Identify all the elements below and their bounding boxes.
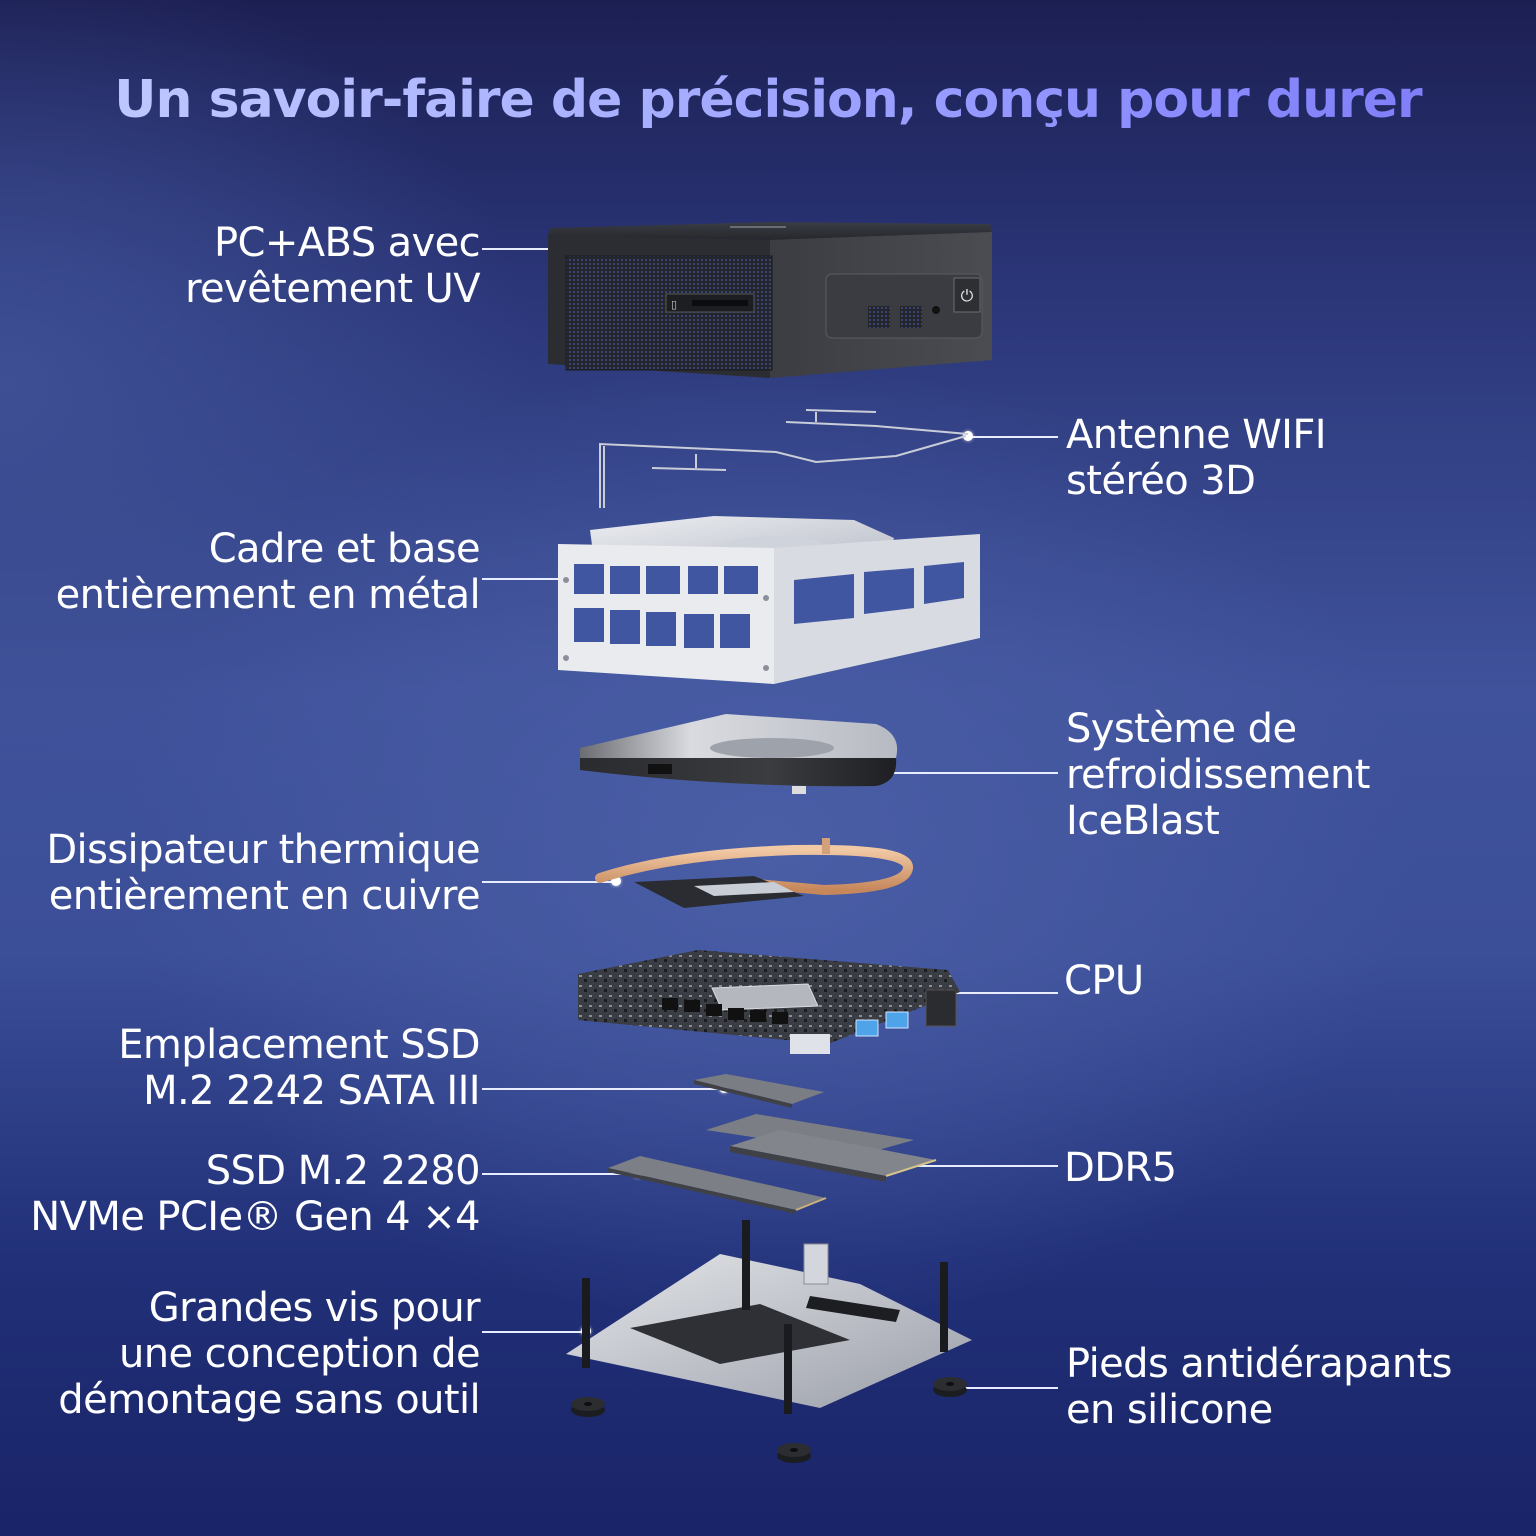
leader-line-screws [482, 1331, 586, 1333]
label-screws: Grandes vis pour une conception de démon… [58, 1285, 480, 1423]
screw-icon [582, 1220, 948, 1414]
metal-frame [554, 508, 984, 686]
anchor-dot-wifi [963, 431, 973, 441]
label-feet: Pieds antidérapants en silicone [1066, 1341, 1453, 1433]
leader-line-heatsink [482, 881, 616, 883]
leader-line-feet [955, 1387, 1058, 1389]
blower-fan [576, 708, 906, 794]
label-ram: DDR5 [1064, 1145, 1177, 1191]
label-ssd-nvme: SSD M.2 2280 NVMe PCIe® Gen 4 ×4 [30, 1148, 480, 1240]
motherboard [568, 944, 968, 1058]
usb-c-port [868, 306, 890, 328]
silicone-foot [776, 1442, 812, 1464]
leader-line-frame [482, 578, 564, 580]
mini-pc-case: ▯ ⏻ [544, 218, 996, 384]
anchor-dot-heatsink [611, 876, 621, 886]
label-cooling: Système de refroidissement IceBlast [1066, 706, 1370, 844]
base-plate-with-screws [560, 1214, 980, 1414]
sd-card-icon: ▯ [671, 298, 677, 311]
power-icon: ⏻ [961, 286, 974, 305]
leader-line-ram [886, 1165, 1058, 1167]
silicone-foot [570, 1396, 606, 1418]
label-cpu: CPU [1064, 958, 1144, 1004]
page-title: Un savoir-faire de précision, conçu pour… [0, 70, 1536, 130]
label-heatsink: Dissipateur thermique entièrement en cui… [46, 827, 480, 919]
label-case: PC+ABS avec revêtement UV [185, 220, 481, 312]
headphone-jack [932, 306, 940, 314]
leader-line-cooling [864, 772, 1058, 774]
label-frame: Cadre et base entièrement en métal [55, 526, 481, 618]
copper-heatpipe [594, 838, 924, 918]
leader-line-ssd-sata [482, 1088, 724, 1090]
leader-line-ssd-nvme [482, 1173, 638, 1175]
ssd-2280 [606, 1154, 830, 1214]
label-wifi: Antenne WIFI stéréo 3D [1066, 412, 1327, 504]
ddr5-modules [704, 1110, 940, 1186]
silicone-foot [932, 1376, 968, 1398]
wifi-antenna [596, 404, 976, 514]
usb-a-port [900, 306, 922, 328]
leader-line-wifi [968, 436, 1058, 438]
ssd-2242 [692, 1072, 826, 1108]
label-ssd-sata: Emplacement SSD M.2 2242 SATA III [118, 1022, 480, 1114]
